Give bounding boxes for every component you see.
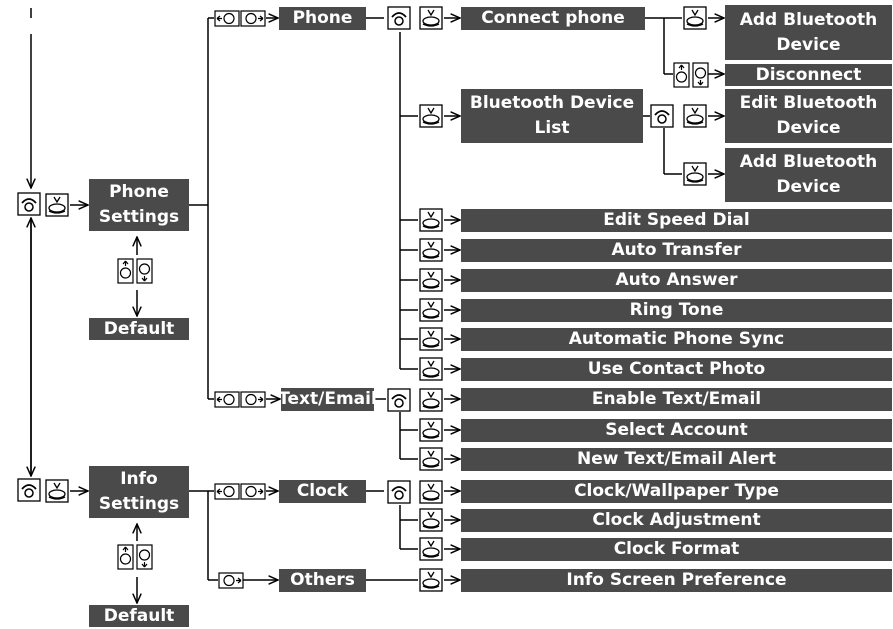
selector-press-icon xyxy=(45,479,69,503)
clock-adjustment-box[interactable]: Clock Adjustment xyxy=(461,509,892,532)
selector-press-icon xyxy=(419,238,443,262)
phone-button-icon xyxy=(17,192,41,216)
selector-press-icon xyxy=(419,6,443,30)
auto-answer-box[interactable]: Auto Answer xyxy=(461,269,892,292)
auto-transfer-box[interactable]: Auto Transfer xyxy=(461,239,892,262)
selector-up-down-icon xyxy=(673,62,709,88)
enable-text-email-box[interactable]: Enable Text/Email xyxy=(461,388,892,411)
new-text-email-alert-box[interactable]: New Text/Email Alert xyxy=(461,448,892,471)
clock-box[interactable]: Clock xyxy=(279,480,366,503)
selector-press-icon xyxy=(683,162,707,186)
selector-press-icon xyxy=(419,268,443,292)
others-box[interactable]: Others xyxy=(279,569,366,592)
phone-button-icon xyxy=(650,104,674,128)
clock-format-box[interactable]: Clock Format xyxy=(461,538,892,561)
select-account-box[interactable]: Select Account xyxy=(461,419,892,442)
connect-phone-box[interactable]: Connect phone xyxy=(461,7,645,30)
bluetooth-device-list-box[interactable]: Bluetooth Device List xyxy=(461,89,643,143)
phone-button-icon xyxy=(387,388,411,412)
phone-settings-default-box[interactable]: Default xyxy=(89,318,189,340)
info-settings-box[interactable]: Info Settings xyxy=(89,466,189,518)
phone-settings-box[interactable]: Phone Settings xyxy=(89,179,189,231)
selector-rotate-icon xyxy=(214,483,266,500)
selector-up-down-icon xyxy=(117,544,153,570)
selector-press-icon xyxy=(419,327,443,351)
edit-speed-dial-box[interactable]: Edit Speed Dial xyxy=(461,209,892,232)
selector-press-icon xyxy=(419,568,443,592)
selector-press-icon xyxy=(419,537,443,561)
use-contact-photo-box[interactable]: Use Contact Photo xyxy=(461,358,892,381)
disconnect-box[interactable]: Disconnect xyxy=(725,64,892,86)
phone-button-icon xyxy=(17,478,41,502)
selector-rotate-icon xyxy=(214,10,266,27)
selector-press-icon xyxy=(419,447,443,471)
add-bluetooth-device-box-2[interactable]: Add Bluetooth Device xyxy=(725,148,892,202)
clock-wallpaper-type-box[interactable]: Clock/Wallpaper Type xyxy=(461,480,892,503)
selector-press-icon xyxy=(683,6,707,30)
selector-press-icon xyxy=(45,193,69,217)
selector-press-icon xyxy=(419,508,443,532)
edit-bluetooth-device-box[interactable]: Edit Bluetooth Device xyxy=(725,89,892,143)
selector-rotate-icon xyxy=(214,391,266,408)
selector-press-icon xyxy=(419,480,443,504)
info-settings-default-box[interactable]: Default xyxy=(89,605,189,627)
selector-push-icon xyxy=(218,572,244,589)
phone-button-icon xyxy=(387,480,411,504)
selector-press-icon xyxy=(419,418,443,442)
selector-press-icon xyxy=(419,357,443,381)
selector-press-icon xyxy=(419,388,443,412)
selector-up-down-icon xyxy=(117,258,153,284)
phone-box[interactable]: Phone xyxy=(279,7,366,30)
phone-button-icon xyxy=(387,6,411,30)
automatic-phone-sync-box[interactable]: Automatic Phone Sync xyxy=(461,328,892,351)
selector-press-icon xyxy=(683,104,707,128)
info-screen-preference-box[interactable]: Info Screen Preference xyxy=(461,569,892,592)
ring-tone-box[interactable]: Ring Tone xyxy=(461,299,892,322)
add-bluetooth-device-box[interactable]: Add Bluetooth Device xyxy=(725,5,892,60)
selector-press-icon xyxy=(419,298,443,322)
text-email-box[interactable]: Text/Email xyxy=(278,388,377,411)
selector-press-icon xyxy=(419,104,443,128)
selector-press-icon xyxy=(419,208,443,232)
